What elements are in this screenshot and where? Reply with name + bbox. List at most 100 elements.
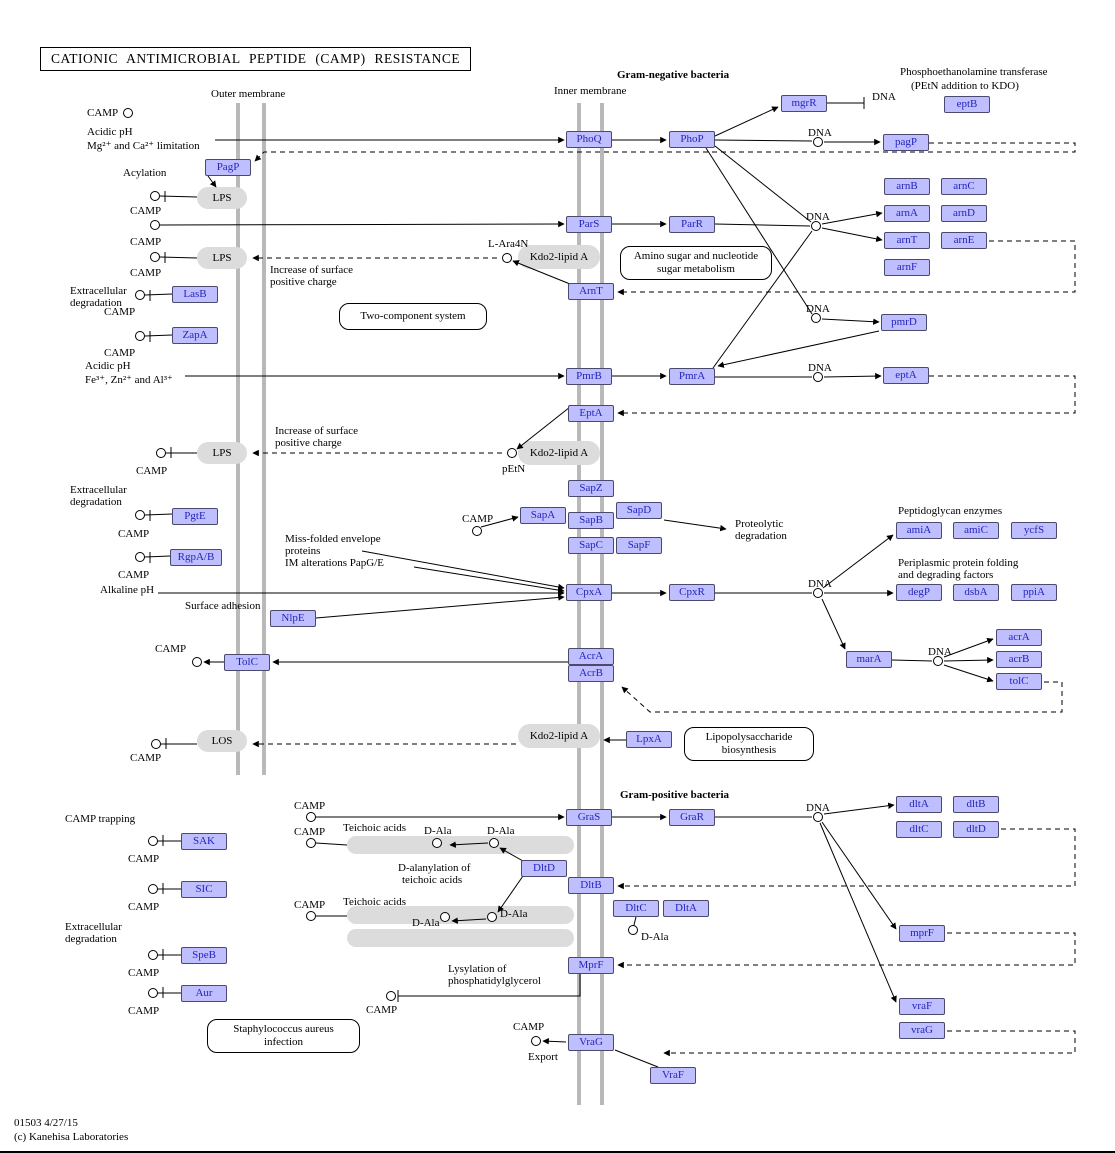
gene-mprf[interactable]: mprF xyxy=(899,925,945,942)
gene-tolc[interactable]: TolC xyxy=(224,654,270,671)
gene-dltd[interactable]: DltD xyxy=(521,860,567,877)
gene-pars[interactable]: ParS xyxy=(566,216,612,233)
edge xyxy=(823,372,882,380)
outer-membrane-line-outer xyxy=(236,103,240,775)
edge xyxy=(821,821,897,930)
gene-dltb[interactable]: DltB xyxy=(568,877,614,894)
edge xyxy=(714,223,811,227)
gene-amic[interactable]: amiC xyxy=(953,522,999,539)
gene-eptb[interactable]: eptB xyxy=(944,96,990,113)
edge xyxy=(413,566,565,594)
gene-grar[interactable]: GraR xyxy=(669,809,715,826)
gene-arne[interactable]: arnE xyxy=(941,232,987,249)
gene-speb[interactable]: SpeB xyxy=(181,947,227,964)
gene-vrag[interactable]: vraG xyxy=(899,1022,945,1039)
gene-ycfs[interactable]: ycfS xyxy=(1011,522,1057,539)
gene-dltc[interactable]: DltC xyxy=(613,900,659,917)
label-and-degrading-factors: and degrading factors xyxy=(898,569,994,581)
label-teichoic-acids: Teichoic acids xyxy=(343,822,407,834)
gene-degp[interactable]: degP xyxy=(896,584,942,601)
gene-arnf[interactable]: arnF xyxy=(884,259,930,276)
teichoic-acid-band xyxy=(347,906,574,924)
gene-sapd[interactable]: SapD xyxy=(616,502,662,519)
gene-acrb[interactable]: AcrB xyxy=(568,665,614,682)
gene-dlta[interactable]: dltA xyxy=(896,796,942,813)
gene-ppia[interactable]: ppiA xyxy=(1011,584,1057,601)
gene-phoq[interactable]: PhoQ xyxy=(566,131,612,148)
gene-tolc[interactable]: tolC xyxy=(996,673,1042,690)
gene-pgte[interactable]: PgtE xyxy=(172,508,218,525)
metabolite-circle xyxy=(432,838,442,848)
gene-arnt[interactable]: ArnT xyxy=(568,283,614,300)
gene-arnd[interactable]: arnD xyxy=(941,205,987,222)
gene-dlta[interactable]: DltA xyxy=(663,900,709,917)
gene-acrb[interactable]: acrB xyxy=(996,651,1042,668)
gene-vrag[interactable]: VraG xyxy=(568,1034,614,1051)
blob-kdo2-lipid-a: Kdo2-lipid A xyxy=(518,724,600,748)
gene-cpxa[interactable]: CpxA xyxy=(566,584,612,601)
gene-pagp[interactable]: PagP xyxy=(205,159,251,176)
gene-amia[interactable]: amiA xyxy=(896,522,942,539)
pathway-link-line: Lipopolysaccharide xyxy=(705,731,793,743)
gene-pmrd[interactable]: pmrD xyxy=(881,314,927,331)
edge xyxy=(717,330,880,368)
label-d-ala: D-Ala xyxy=(412,917,440,929)
gene-dltb[interactable]: dltB xyxy=(953,796,999,813)
gene-arna[interactable]: arnA xyxy=(884,205,930,222)
edge xyxy=(542,1038,567,1045)
gene-rgpa-b[interactable]: RgpA/B xyxy=(170,549,222,566)
footer-map-id: 01503 4/27/15 xyxy=(14,1117,78,1129)
gene-pmra[interactable]: PmrA xyxy=(669,368,715,385)
gene-nlpe[interactable]: NlpE xyxy=(270,610,316,627)
label-proteins: proteins xyxy=(285,545,321,557)
gene-epta[interactable]: eptA xyxy=(883,367,929,384)
gene-acra[interactable]: acrA xyxy=(996,629,1042,646)
pathway-link-two-component-system[interactable]: Two-component system xyxy=(339,303,487,330)
gene-sapb[interactable]: SapB xyxy=(568,512,614,529)
edge xyxy=(821,318,880,325)
gene-gras[interactable]: GraS xyxy=(566,809,612,826)
label-camp: CAMP xyxy=(118,528,150,540)
label-dna: DNA xyxy=(806,211,830,223)
gene-vraf[interactable]: vraF xyxy=(899,998,945,1015)
gene-vraf[interactable]: VraF xyxy=(650,1067,696,1084)
gene-parr[interactable]: ParR xyxy=(669,216,715,233)
gene-sak[interactable]: SAK xyxy=(181,833,227,850)
gene-sic[interactable]: SIC xyxy=(181,881,227,898)
label-dna: DNA xyxy=(808,127,832,139)
gene-zapa[interactable]: ZapA xyxy=(172,327,218,344)
gene-arnb[interactable]: arnB xyxy=(884,178,930,195)
gene-sapa[interactable]: SapA xyxy=(520,507,566,524)
gene-mprf[interactable]: MprF xyxy=(568,957,614,974)
gene-arnc[interactable]: arnC xyxy=(941,178,987,195)
label-outer-membrane: Outer membrane xyxy=(211,88,286,100)
gene-pmrb[interactable]: PmrB xyxy=(566,368,612,385)
metabolite-circle xyxy=(813,588,823,598)
gene-acra[interactable]: AcrA xyxy=(568,648,614,665)
gene-sapz[interactable]: SapZ xyxy=(568,480,614,497)
gene-dltc[interactable]: dltC xyxy=(896,821,942,838)
metabolite-circle xyxy=(192,657,202,667)
gene-phop[interactable]: PhoP xyxy=(669,131,715,148)
gene-lasb[interactable]: LasB xyxy=(172,286,218,303)
gene-dsba[interactable]: dsbA xyxy=(953,584,999,601)
gene-mara[interactable]: marA xyxy=(846,651,892,668)
gene-epta[interactable]: EptA xyxy=(568,405,614,422)
gene-lpxa[interactable]: LpxA xyxy=(626,731,672,748)
gene-sapc[interactable]: SapC xyxy=(568,537,614,554)
gene-mgrr[interactable]: mgrR xyxy=(781,95,827,112)
gene-sapf[interactable]: SapF xyxy=(616,537,662,554)
gene-pagp[interactable]: pagP xyxy=(883,134,929,151)
label-l-ara4n: L-Ara4N xyxy=(488,238,529,250)
gene-dltd[interactable]: dltD xyxy=(953,821,999,838)
metabolite-circle-group xyxy=(123,108,943,1046)
gene-aur[interactable]: Aur xyxy=(181,985,227,1002)
label-dna: DNA xyxy=(806,802,830,814)
edge xyxy=(821,598,846,650)
gene-arnt[interactable]: arnT xyxy=(884,232,930,249)
gene-cpxr[interactable]: CpxR xyxy=(669,584,715,601)
